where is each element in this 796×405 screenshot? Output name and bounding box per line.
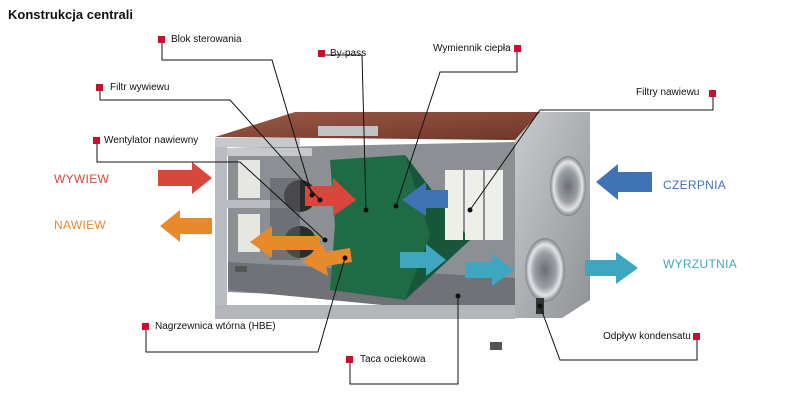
label-taca-ociekowa: Taca ociekowa: [360, 354, 426, 365]
leader-filtr-wywiewu: [99, 88, 321, 201]
marker-blok: [158, 36, 165, 43]
marker-wentylator: [93, 137, 100, 144]
flow-label-czerpnia: CZERPNIA: [663, 178, 727, 192]
filter-right-1: [445, 170, 463, 240]
leader-blok: [161, 41, 313, 196]
label-blok-sterowania: Blok sterowania: [171, 34, 242, 45]
housing-frame-bottom: [215, 305, 515, 319]
filter-right-3: [485, 170, 503, 240]
label-nagrzewnica: Nagrzewnica wtórna (HBE): [155, 321, 276, 332]
bypass-outlet: [318, 126, 378, 136]
leader-nagrzewnica: [145, 257, 346, 353]
housing-frame-mid: [227, 200, 302, 208]
wywiew-arrow-outside: [158, 162, 212, 194]
foot-right: [490, 342, 502, 350]
leader-lines: [96, 41, 714, 385]
nawiew-arrow-inside-1: [250, 226, 320, 258]
bypass-arrow-inside: [400, 244, 446, 276]
nawiew-arrow-outside: [160, 210, 212, 242]
filter-left-upper: [238, 160, 260, 198]
marker-wymiennik: [514, 45, 521, 52]
leader-taca: [349, 296, 459, 385]
housing-frame-left: [215, 138, 227, 318]
wywiew-arrow-inside: [305, 178, 356, 216]
czerpnia-arrow-outside: [596, 164, 652, 200]
label-filtry-nawiewu: Filtry nawiewu: [636, 87, 700, 98]
wyrzutnia-arrow-inside: [465, 254, 514, 286]
leader-bypass: [322, 54, 367, 211]
label-wymiennik-ciepla: Wymiennik ciepła: [433, 43, 511, 54]
czerpnia-arrow-inside: [402, 182, 448, 216]
nawiew-arrow-inside-2: [302, 244, 352, 276]
label-wentylator-nawiewny: Wentylator nawiewny: [104, 135, 199, 146]
leader-filtry-nawiewu: [469, 95, 714, 211]
marker-odplyw: [693, 333, 700, 340]
flow-label-nawiew: NAWIEW: [54, 218, 107, 232]
page-title: Konstrukcja centrali: [8, 7, 133, 22]
leader-odplyw: [539, 305, 698, 361]
foot-left: [235, 266, 247, 272]
duct-lower: [525, 238, 565, 302]
housing-frame-upper-bar: [227, 148, 312, 156]
label-bypass: By-pass: [330, 48, 367, 59]
marker-nagrzewnica: [142, 323, 149, 330]
label-filtr-wywiewu: Filtr wywiewu: [110, 82, 170, 93]
leader-wentylator: [96, 142, 326, 241]
leader-dots: [309, 192, 543, 309]
wyrzutnia-arrow-outside: [585, 252, 638, 284]
marker-filtry-nawiewu: [709, 90, 716, 97]
duct-upper: [550, 156, 586, 216]
marker-filtr-wywiewu: [96, 84, 103, 91]
leader-wymiennik: [395, 50, 518, 207]
marker-bypass: [318, 50, 325, 57]
flow-label-wyrzutnia: WYRZUTNIA: [663, 257, 738, 271]
housing-frame-top: [215, 138, 300, 147]
marker-taca: [346, 356, 353, 363]
label-odplyw-kondensatu: Odpływ kondensatu: [603, 331, 691, 342]
flow-label-wywiew: WYWIEW: [54, 172, 110, 186]
